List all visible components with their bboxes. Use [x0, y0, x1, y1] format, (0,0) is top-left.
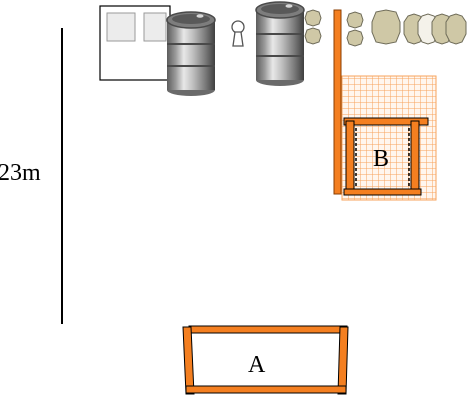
keyhole-icon [231, 20, 245, 47]
orange-post-icon [333, 9, 342, 195]
sink-box-icon [99, 5, 171, 81]
octagon-pillar-pair-icon [304, 9, 322, 45]
drum-barrel-icon [255, 1, 305, 86]
scale-label: 23m [0, 160, 41, 186]
zone-a: A [182, 325, 349, 395]
orange-mesh-fence-icon [341, 75, 437, 201]
octagon-stone-icon [371, 9, 401, 45]
zone-b-label: B [373, 146, 389, 172]
drum-barrel-icon [166, 11, 216, 96]
octagon-pillar-pair-icon [346, 11, 364, 47]
zone-b: B [343, 117, 429, 196]
stones-row [371, 9, 467, 45]
scale-bar: 23m [0, 28, 63, 324]
zone-a-label: A [248, 352, 266, 378]
octagon-stone-icon [445, 13, 467, 45]
